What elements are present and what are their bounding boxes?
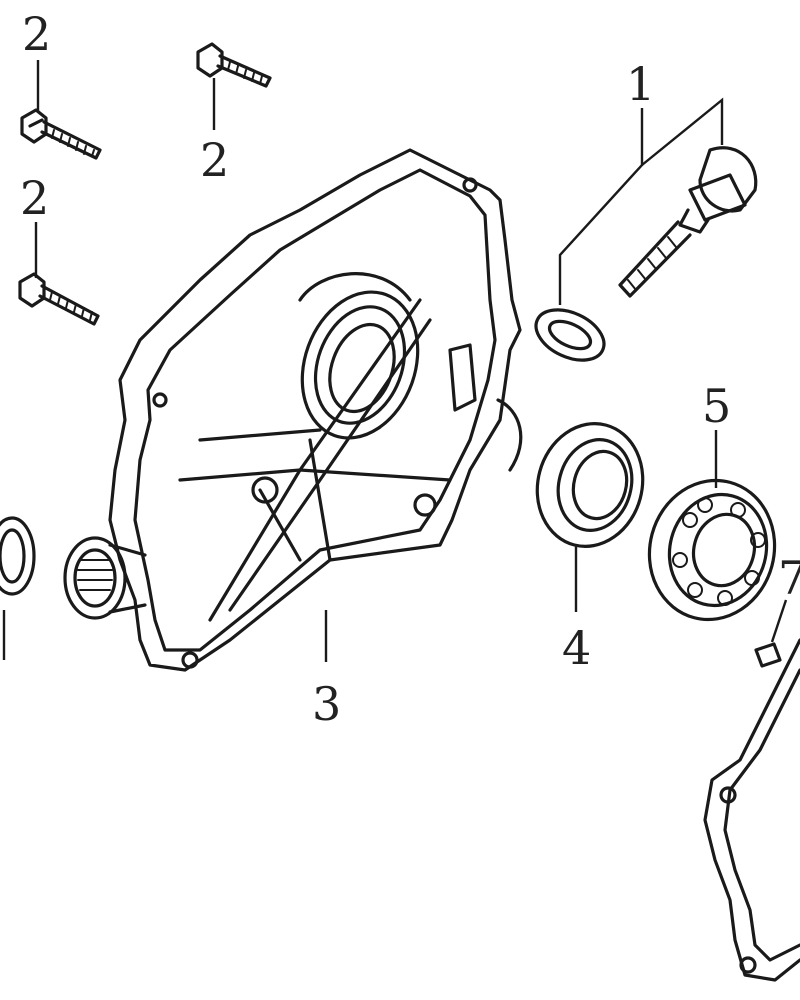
- callout-3: 3: [312, 677, 341, 731]
- bolt-top-left: [20, 108, 102, 160]
- edge-seal-left: [0, 516, 36, 596]
- callout-4: 4: [562, 621, 591, 675]
- bolt-mid-left: [18, 272, 100, 326]
- ball-bearing: [647, 478, 777, 622]
- callout-2-top-center: 2: [200, 133, 229, 187]
- callout-5: 5: [702, 379, 731, 433]
- dowel-pin: [754, 642, 782, 668]
- callout-7: 7: [778, 551, 800, 605]
- oil-filler-dipstick: [618, 146, 758, 298]
- callout-1: 1: [626, 57, 655, 111]
- o-ring-washer: [534, 308, 606, 362]
- gasket: [703, 638, 800, 982]
- bolt-top-center: [196, 42, 272, 88]
- crankcase-cover: [63, 148, 523, 672]
- callout-2-mid-left: 2: [20, 171, 49, 225]
- leader-lines: [2, 60, 788, 662]
- oil-seal: [535, 422, 645, 548]
- callout-2-top-left: 2: [22, 7, 51, 61]
